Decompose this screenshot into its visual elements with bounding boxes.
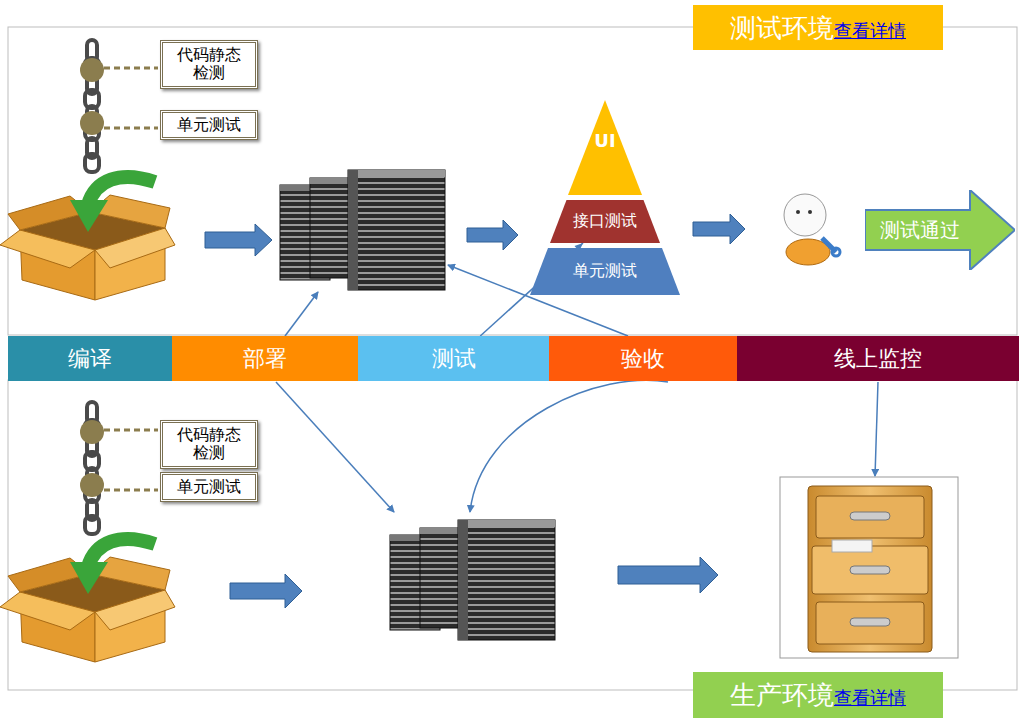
- check-box: 代码静态检测: [160, 420, 258, 469]
- stage-band: 部署: [172, 336, 358, 381]
- node-text: 验收: [621, 344, 665, 374]
- node-text: 线上监控: [834, 344, 922, 374]
- server-rack: [280, 170, 445, 290]
- block-arrow: [205, 214, 745, 608]
- stage-band: 线上监控: [737, 336, 1019, 381]
- node-text: 代码静态检测: [175, 426, 243, 463]
- node-text: 测试环境: [730, 11, 834, 46]
- stage-band: 验收: [549, 336, 737, 381]
- test-region: [8, 27, 1017, 335]
- node-text: 接口测试: [573, 211, 637, 232]
- node-text: 生产环境: [730, 678, 834, 713]
- node-text: 单元测试: [175, 478, 243, 496]
- server-rack: [390, 520, 555, 640]
- package-box: [0, 539, 175, 662]
- node-text: 查看详情: [834, 19, 906, 43]
- node-text: 测试: [432, 344, 476, 374]
- flow-line: [276, 265, 878, 512]
- package-box: [0, 177, 175, 300]
- node-text: 单元测试: [573, 261, 637, 282]
- node-text: UI: [594, 130, 615, 151]
- stage-band: 编译: [8, 336, 172, 381]
- check-box: 单元测试: [160, 110, 258, 140]
- pipeline-chain: [80, 40, 158, 172]
- pyramid-layer: 接口测试: [550, 200, 660, 243]
- pipeline-chain: [80, 402, 158, 534]
- check-box: 代码静态检测: [160, 40, 258, 89]
- node-text: 编译: [68, 344, 112, 374]
- archive-cabinet: [780, 477, 958, 658]
- node-text: 单元测试: [175, 116, 243, 134]
- tester-figure: [784, 194, 840, 265]
- env-tag: 测试环境查看详情: [693, 5, 943, 50]
- stage-band: 测试: [358, 336, 549, 381]
- env-tag: 生产环境查看详情: [693, 672, 943, 718]
- pass-arrow: 测试通过: [865, 190, 1015, 270]
- node-text: 部署: [243, 344, 287, 374]
- node-text: 查看详情: [834, 686, 906, 710]
- node-text: 测试通过: [880, 217, 960, 244]
- pyramid-layer: 单元测试: [530, 248, 680, 295]
- pyramid-layer: UI: [568, 100, 642, 195]
- node-text: 代码静态检测: [175, 46, 243, 83]
- check-box: 单元测试: [160, 472, 258, 502]
